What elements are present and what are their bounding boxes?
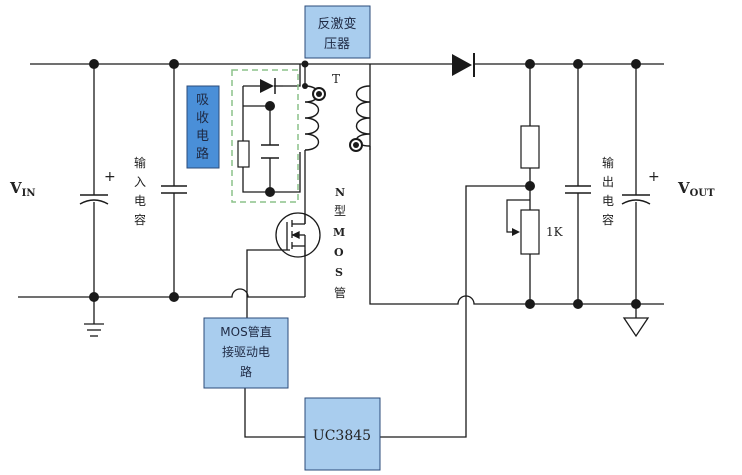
primary-dot-fill	[316, 91, 322, 97]
transformer-secondary-coil	[355, 85, 371, 147]
snubber-label-box	[186, 85, 220, 169]
svg-text:输: 输	[602, 155, 614, 170]
driver-label-line1: MOS管直	[220, 324, 271, 339]
svg-text:入: 入	[134, 175, 146, 189]
svg-text:出: 出	[602, 175, 614, 189]
svg-text:电: 电	[134, 194, 146, 208]
svg-text:输: 输	[134, 155, 146, 170]
junction-dot	[631, 59, 641, 69]
snubber-top-wire-2	[283, 64, 301, 87]
svg-text:容: 容	[602, 212, 614, 227]
output-cap-plus: +	[648, 169, 660, 185]
svg-text:电: 电	[196, 129, 209, 144]
transformer-T-label: T	[332, 72, 340, 86]
input-filter-capacitor	[161, 185, 187, 194]
snubber-left-wire	[242, 86, 272, 193]
secondary-dot-fill	[353, 142, 359, 148]
junction-dot	[89, 292, 99, 302]
snubber-right-wire	[272, 152, 301, 193]
gate-drive-wire	[246, 249, 290, 318]
junction-dot	[631, 299, 641, 309]
mos-label: N 型 M O S 管	[333, 186, 346, 300]
vout-label: VOUT	[677, 179, 715, 199]
driver-label-line2: 接驱动电	[222, 344, 270, 359]
transformer-label-line2: 压器	[324, 37, 350, 52]
junctions	[89, 59, 641, 309]
svg-text:O: O	[334, 246, 344, 259]
transformer-label-box	[304, 5, 371, 59]
junction-dot	[525, 59, 535, 69]
potentiometer-arrow-icon	[512, 228, 520, 236]
snubber-capacitor	[261, 144, 279, 159]
input-bottom-rail	[18, 288, 305, 298]
divider-upper-resistor	[520, 125, 540, 169]
snubber-dashed-border	[231, 69, 299, 203]
transformer-label-line1: 反激变	[317, 16, 356, 32]
output-filter-capacitor	[565, 185, 591, 194]
ground-icon	[84, 323, 104, 337]
junction-dot	[301, 60, 309, 68]
input-cap-label: 输 入 电 容	[134, 155, 146, 227]
output-electrolytic-capacitor	[621, 194, 651, 205]
svg-text:路: 路	[196, 146, 209, 162]
svg-text:S: S	[335, 266, 343, 279]
mosfet-icon	[275, 212, 321, 258]
svg-text:电: 电	[602, 194, 614, 208]
junction-dot	[573, 59, 583, 69]
input-cap-plus: +	[104, 169, 116, 185]
snubber-label: 吸 收 电 路	[196, 93, 209, 162]
output-ground-icon	[622, 317, 650, 338]
svg-text:N: N	[335, 186, 345, 199]
svg-text:收: 收	[196, 111, 209, 126]
output-diode-icon	[452, 53, 475, 77]
junction-dot	[265, 101, 275, 111]
junction-dot	[573, 299, 583, 309]
svg-text:M: M	[333, 226, 345, 239]
potentiometer-value: 1K	[546, 225, 564, 239]
output-cap-label: 输 出 电 容	[602, 155, 614, 227]
driver-box	[203, 317, 289, 389]
snubber-inner-top	[243, 105, 271, 145]
driver-label-line3: 路	[240, 364, 252, 379]
svg-text:管: 管	[334, 285, 346, 300]
junction-dot	[169, 292, 179, 302]
junction-dot	[265, 187, 275, 197]
controller-box	[304, 397, 381, 471]
controller-label: UC3845	[313, 428, 371, 444]
junction-dot	[525, 181, 535, 191]
svg-text:吸: 吸	[196, 93, 209, 108]
input-electrolytic-capacitor	[79, 194, 109, 205]
potentiometer-resistor	[520, 209, 540, 255]
junction-dot	[169, 59, 179, 69]
feedback-wire	[380, 185, 530, 438]
wires	[18, 63, 664, 438]
junction-dot	[89, 59, 99, 69]
junction-dot	[525, 299, 535, 309]
svg-text:容: 容	[134, 212, 146, 227]
secondary-bottom-wire	[369, 146, 664, 305]
driver-to-controller	[244, 388, 305, 438]
snubber-diode-icon	[260, 78, 283, 94]
vin-label: VIN	[9, 179, 35, 199]
secondary-top-wire	[369, 63, 452, 150]
svg-text:型: 型	[334, 204, 346, 218]
snubber-resistor	[237, 140, 250, 168]
potentiometer-wiper-icon	[506, 199, 530, 233]
